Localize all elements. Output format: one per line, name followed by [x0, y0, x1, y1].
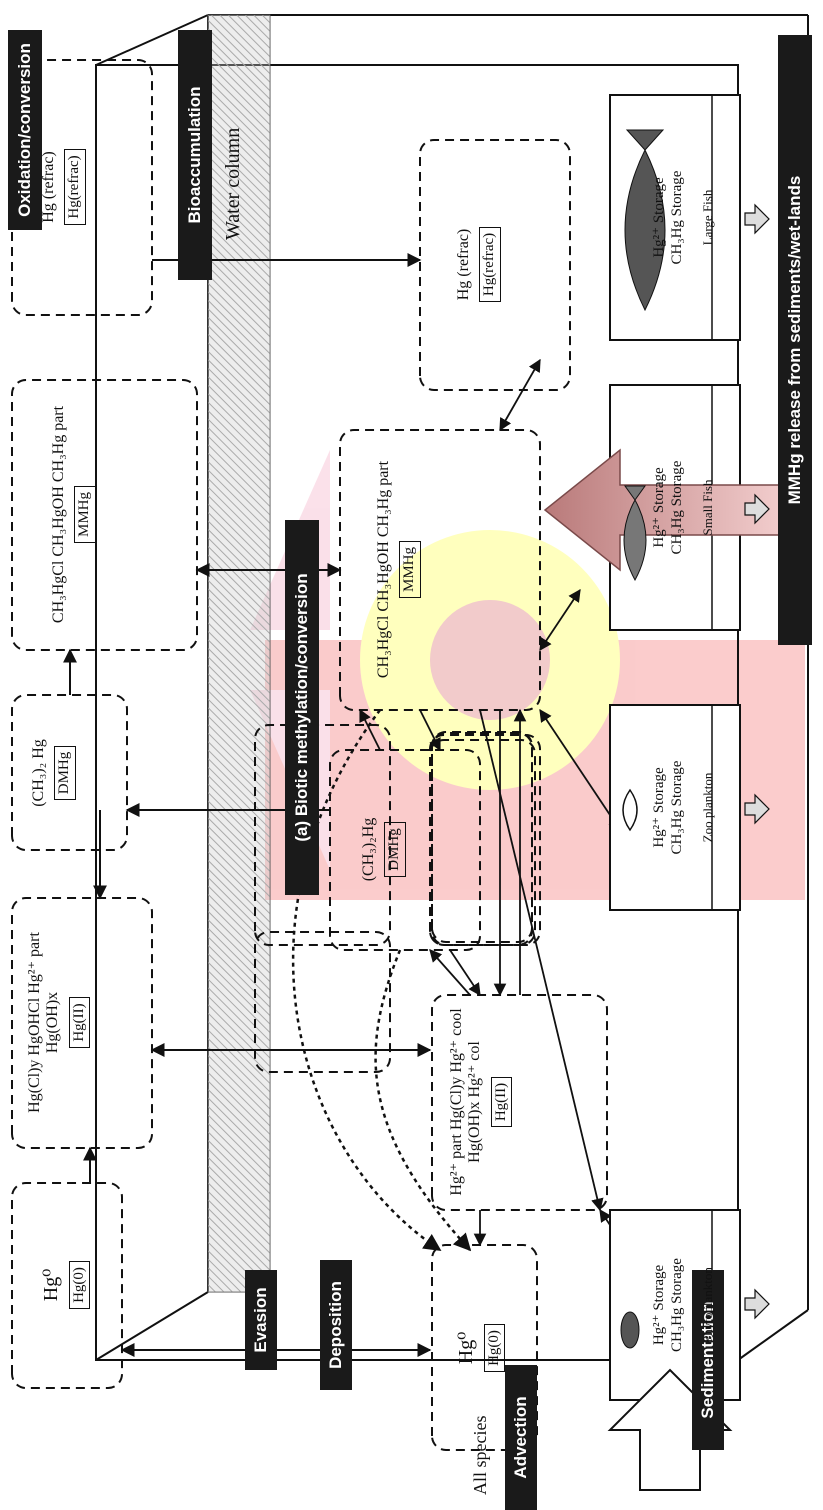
- zoo-organism: Zoo plankton: [700, 772, 715, 843]
- small-fish-icon: [623, 485, 647, 582]
- wcs-boxes: [429, 734, 541, 946]
- atm-hg0: Hg⁰ Hg(0): [40, 1185, 91, 1385]
- atm-box-mmhg: [11, 379, 198, 651]
- water-box-hgii: [254, 931, 391, 1073]
- large-line1: Hg²⁺ Storage: [651, 177, 667, 258]
- small-line1: Hg²⁺ Storage: [651, 467, 667, 548]
- down-arrow-3: [744, 493, 770, 525]
- atm-refrac-tag: Hg(refrac): [64, 149, 86, 225]
- zoo-line2: CH₃Hg Storage: [669, 760, 685, 855]
- water-refrac-tag: Hg(refrac): [479, 226, 501, 303]
- storage-zoo-text: Hg²⁺ Storage CH₃Hg Storage Zoo plankton: [650, 705, 716, 910]
- water-column-box: [95, 14, 809, 1361]
- water-hg0-formula: Hg⁰: [455, 1331, 477, 1365]
- phytoplankton-icon: [620, 1311, 640, 1349]
- box-w-mmhg: [339, 429, 541, 711]
- atm-mmhg-formula: CH₃HgCl CH₃HgOH CH₃Hg part: [50, 405, 67, 624]
- phyto-line2: CH₃Hg Storage: [669, 1258, 685, 1352]
- oxidation-banner-vert: Oxidation/conversion: [8, 30, 42, 230]
- large-line2: CH₃Hg Storage: [669, 170, 685, 265]
- water-mmhg: CH₃HgCl CH₃HgOH CH₃Hg part MMHg: [375, 432, 421, 707]
- storage-large-text: Hg²⁺ Storage CH₃Hg Storage Large Fish: [650, 95, 716, 340]
- storage-phyto-text: Hg²⁺ Storage CH₃Hg Storage Phytoplankton: [650, 1210, 716, 1400]
- box-w-hgiiv: [431, 994, 608, 1211]
- atm-hgii-tag: Hg(II): [68, 997, 91, 1048]
- atm-mmhg-tag: MMHg: [74, 486, 96, 544]
- wcs-box-hg0: [429, 734, 541, 946]
- small-organism: Small Fish: [700, 479, 715, 536]
- water-dmhg-formula: (CH₃)₂Hg: [360, 817, 377, 882]
- water-hgii-formula: Hg²⁺ part Hg(Cl)y Hg²⁺ cool Hg(OH)x Hg²⁺…: [448, 1008, 484, 1196]
- down-arrow-2: [744, 793, 770, 825]
- atm-refrac: Hg (refrac) Hg(refrac): [40, 62, 86, 312]
- storage-small-text: Hg²⁺ Storage CH₃Hg Storage Small Fish: [650, 385, 716, 630]
- atm-mmhg: CH₃HgCl CH₃HgOH CH₃Hg part MMHg: [50, 382, 96, 647]
- water-refrac: Hg (refrac) Hg(refrac): [455, 142, 501, 387]
- atm-dmhg-formula: (CH₃)₂ Hg: [30, 739, 47, 807]
- phyto-line1: Hg²⁺ Storage: [651, 1264, 667, 1346]
- large-fish-icon: [624, 129, 666, 312]
- box-w-dmhg: [329, 749, 481, 951]
- deposition-banner: Deposition: [320, 1260, 352, 1390]
- water-mmhg-tag: MMHg: [399, 541, 421, 599]
- large-organism: Large Fish: [700, 189, 715, 246]
- water-column-label: Water column: [222, 127, 244, 240]
- storage-zoo: [609, 704, 741, 911]
- down-arrow-4: [744, 203, 770, 235]
- atm-dmhg: (CH₃)₂ Hg DMHg: [30, 698, 76, 848]
- water-box-hg0: [254, 724, 391, 946]
- atm-refrac-formula: Hg (refrac): [40, 151, 57, 223]
- water-dmhg-tag: DMHg: [384, 822, 406, 877]
- advection-banner: Advection: [505, 1365, 537, 1510]
- zooplankton-icon: [622, 788, 638, 832]
- atm-box-hg0: [11, 1182, 123, 1389]
- water-mmhg-formula: CH₃HgCl CH₃HgOH CH₃Hg part: [375, 460, 392, 679]
- small-line2: CH₃Hg Storage: [669, 460, 685, 555]
- atm-box-hgii: [11, 897, 153, 1149]
- evasion-banner: Evasion: [245, 1270, 277, 1370]
- water-hgii-tag: Hg(II): [490, 1076, 513, 1128]
- water-hg0: Hg⁰ Hg(0): [455, 1248, 506, 1448]
- phyto-organism: Phytoplankton: [700, 1267, 715, 1343]
- mmhg-release-banner: MMHg release from sediments/wet-lands: [778, 35, 812, 645]
- pink-arrow: [543, 448, 791, 572]
- zoo-line1: Hg²⁺ Storage: [651, 767, 667, 848]
- biotic-banner: (a) Biotic methylation/conversion: [285, 520, 319, 895]
- water-refrac-formula: Hg (refrac): [455, 228, 472, 301]
- down-arrow-1: [744, 1288, 770, 1320]
- atm-box-dmhg: [11, 694, 128, 851]
- water-hg0-tag: Hg(0): [484, 1324, 506, 1372]
- atm-hgii-formula: Hg(Cl)y HgOHCl Hg²⁺ part Hg(OH)x: [26, 932, 62, 1113]
- water-dmhg: (CH₃)₂Hg DMHg: [360, 752, 406, 947]
- atm-dmhg-tag: DMHg: [54, 745, 76, 801]
- atm-hg0-formula: Hg⁰: [40, 1268, 62, 1302]
- bioaccumulation-banner: Bioaccumulation: [178, 30, 212, 280]
- atm-hgii: Hg(Cl)y HgOHCl Hg²⁺ part Hg(OH)x Hg(II): [26, 900, 91, 1145]
- water-hgii: Hg²⁺ part Hg(Cl)y Hg²⁺ cool Hg(OH)x Hg²⁺…: [448, 997, 513, 1207]
- atm-hg0-tag: Hg(0): [69, 1261, 91, 1309]
